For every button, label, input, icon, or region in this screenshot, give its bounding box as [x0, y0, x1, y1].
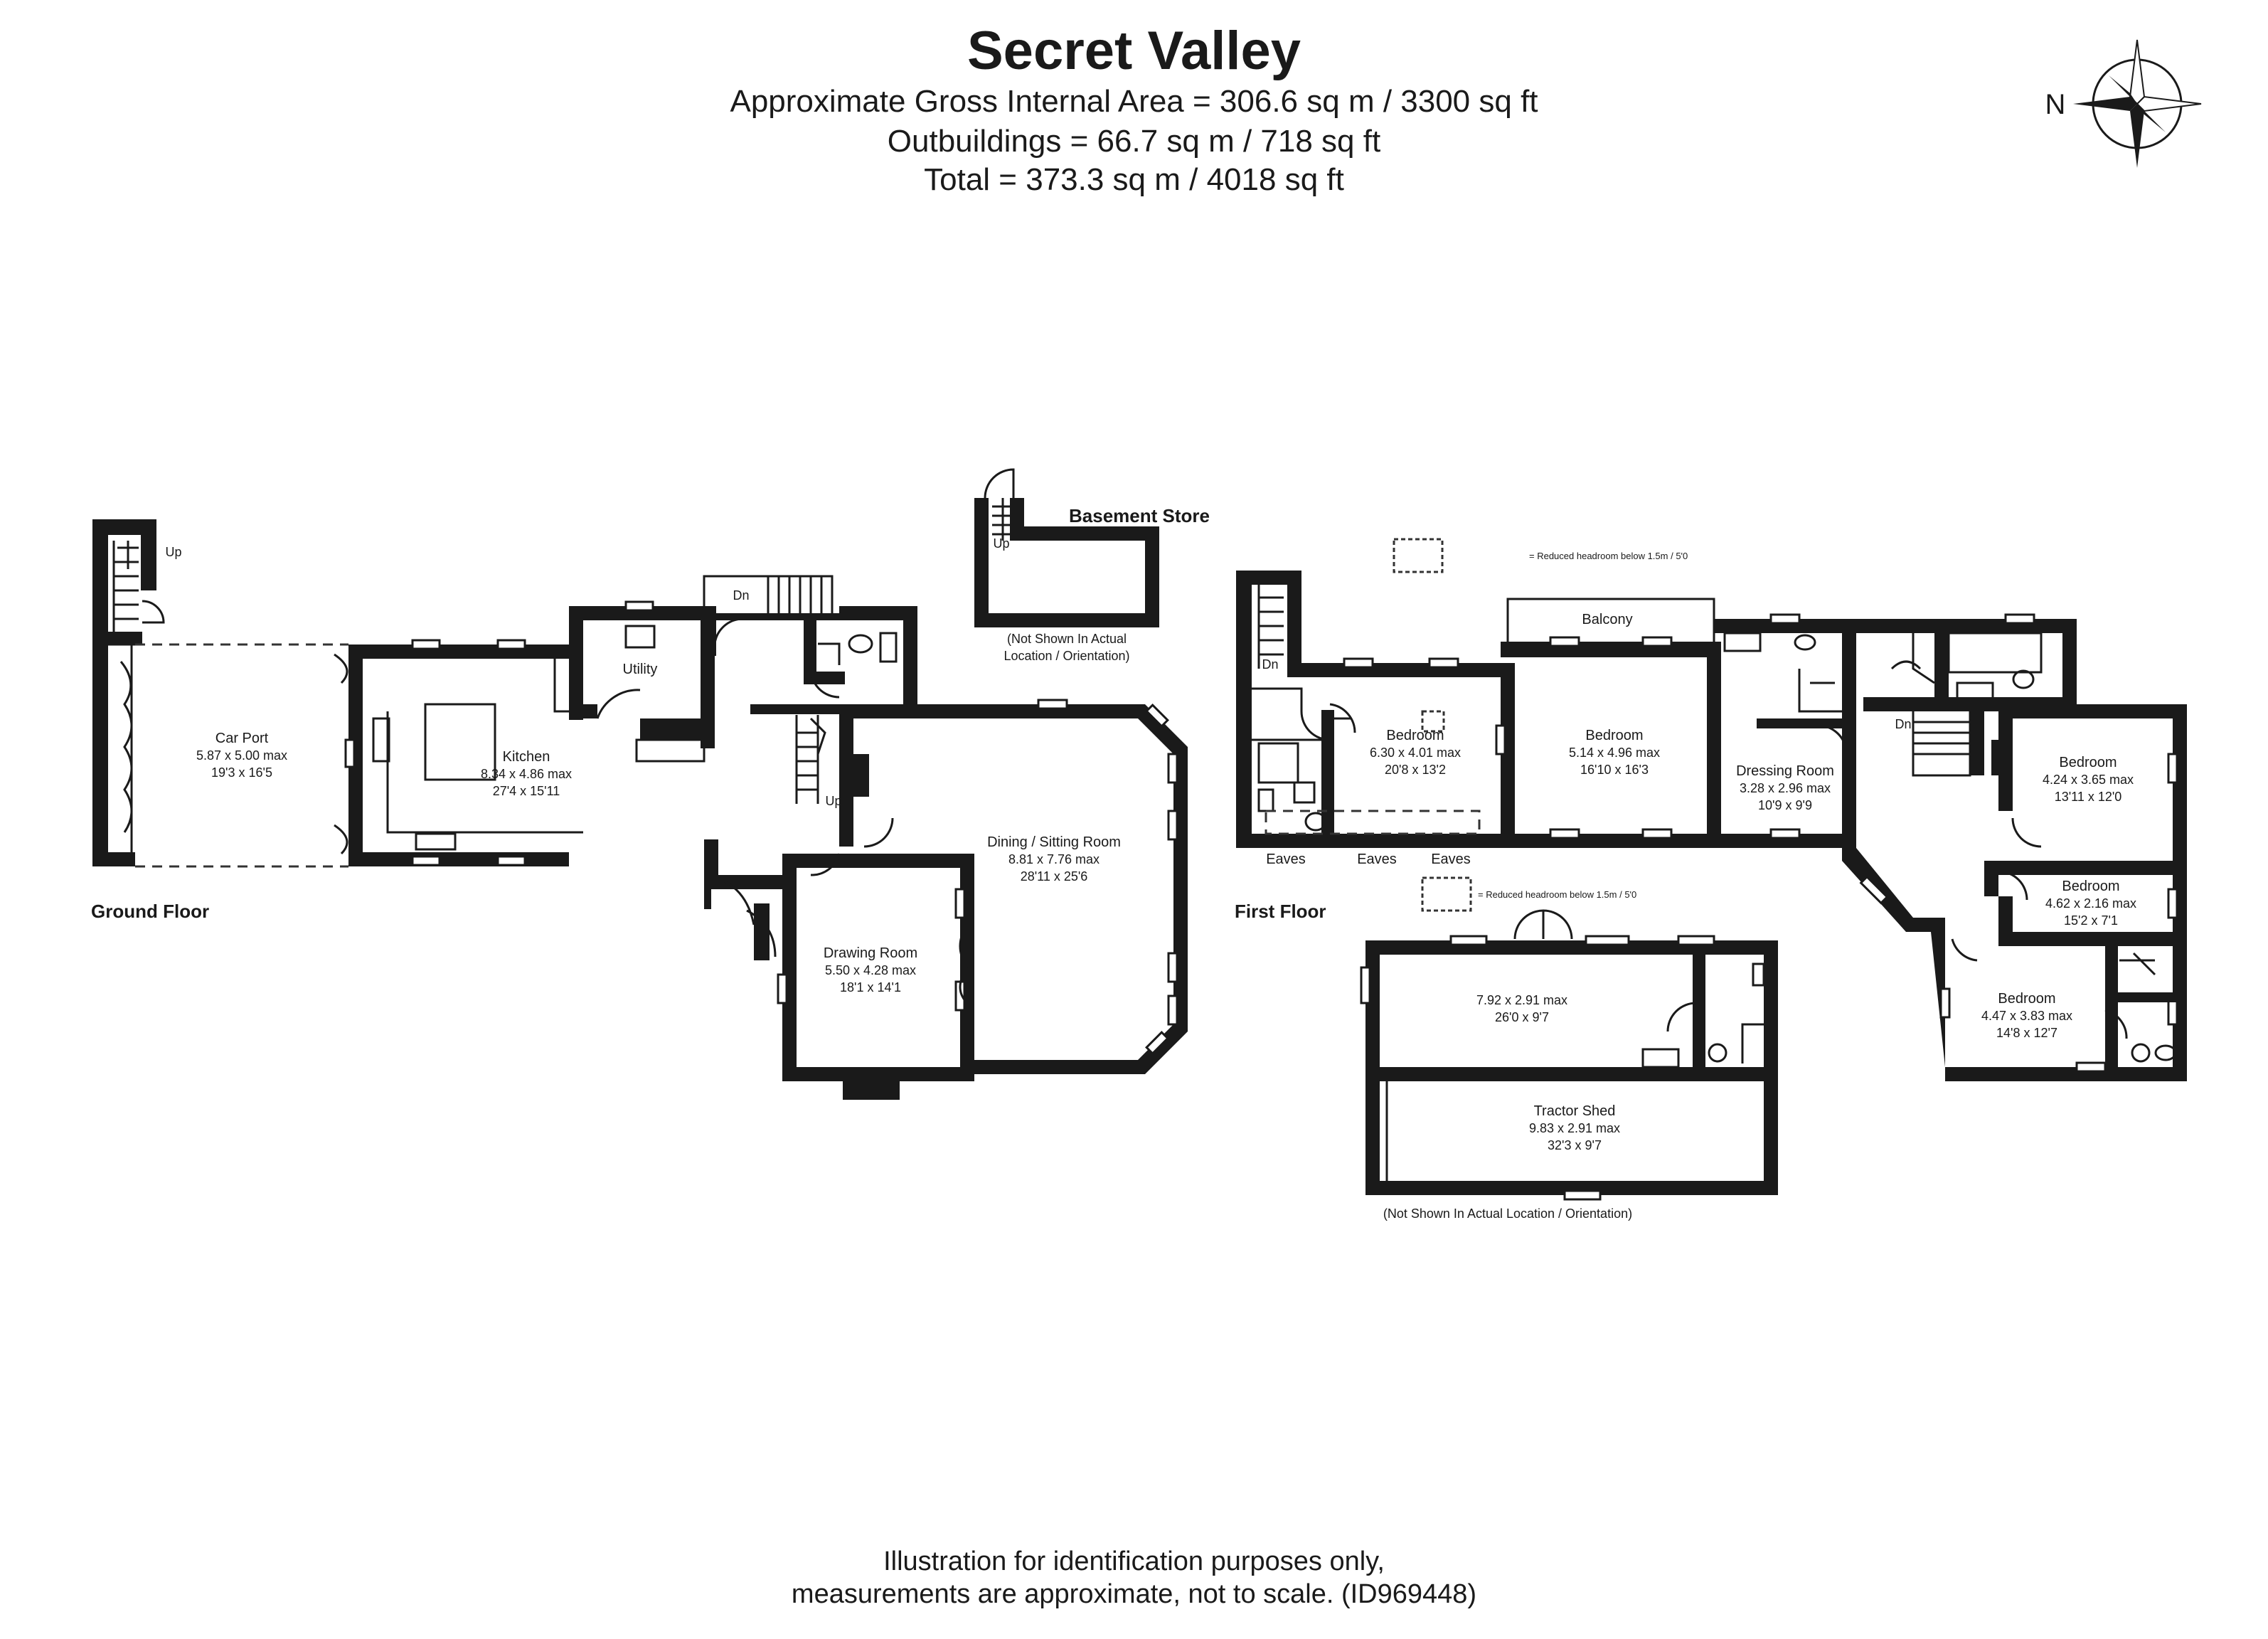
plan-title: Secret Valley — [967, 21, 1301, 81]
east-stair-down-label: Dn — [1895, 717, 1911, 731]
dressing-name: Dressing Room — [1736, 763, 1834, 779]
disclaimer-line-2: measurements are approximate, not to sca… — [791, 1579, 1477, 1609]
balcony-name: Balcony — [1582, 612, 1632, 627]
first-floor-plan — [1236, 571, 2187, 1081]
bed1-name: Bedroom — [1386, 728, 1444, 743]
basement-note-2: Location / Orientation) — [1003, 649, 1129, 663]
workshop-metric: 7.92 x 2.91 max — [1476, 993, 1567, 1007]
first-stair-down-label: Dn — [1262, 657, 1278, 672]
hall-stair-up-label: Up — [825, 794, 841, 808]
disclaimer-line-1: Illustration for identification purposes… — [883, 1547, 1385, 1576]
headroom-legend-symbol — [1393, 538, 1444, 573]
tractor-shed-metric: 9.83 x 2.91 max — [1529, 1121, 1620, 1135]
drawing-name: Drawing Room — [824, 945, 917, 961]
compass-icon — [2073, 39, 2202, 168]
compass-north-label: N — [2045, 89, 2066, 120]
utility-name: Utility — [623, 662, 658, 677]
carport-name: Car Port — [215, 731, 269, 746]
tractor-shed-imperial: 32'3 x 9'7 — [1548, 1138, 1602, 1152]
kitchen-metric: 8.34 x 4.86 max — [481, 767, 572, 781]
drawing-imperial: 18'1 x 14'1 — [840, 980, 901, 994]
dining-name: Dining / Sitting Room — [987, 834, 1121, 850]
bed2-name: Bedroom — [1585, 728, 1643, 743]
headroom-legend-text-2: = Reduced headroom below 1.5m / 5'0 — [1478, 889, 1636, 900]
tractor-shed-name: Tractor Shed — [1534, 1103, 1616, 1119]
outbuildings-plan — [1360, 909, 1778, 1201]
gross-area-text: Approximate Gross Internal Area = 306.6 … — [730, 84, 1538, 119]
bed5-imperial: 14'8 x 12'7 — [1996, 1026, 2057, 1040]
first-floor-label: First Floor — [1235, 901, 1326, 922]
bed1-imperial: 20'8 x 13'2 — [1385, 763, 1446, 777]
bed5-metric: 4.47 x 3.83 max — [1981, 1009, 2072, 1023]
outbuildings-note: (Not Shown In Actual Location / Orientat… — [1383, 1206, 1632, 1221]
dressing-imperial: 10'9 x 9'9 — [1758, 798, 1812, 812]
basement-store-name: Basement Store — [1069, 505, 1210, 526]
bed2-metric: 5.14 x 4.96 max — [1569, 746, 1660, 760]
bed3-metric: 4.24 x 3.65 max — [2043, 773, 2134, 787]
basement-note-1: (Not Shown In Actual — [1007, 632, 1127, 646]
bed3-imperial: 13'11 x 12'0 — [2055, 790, 2122, 804]
dressing-metric: 3.28 x 2.96 max — [1740, 781, 1831, 795]
bed3-name: Bedroom — [2059, 755, 2117, 770]
bed4-name: Bedroom — [2062, 879, 2119, 894]
bed4-imperial: 15'2 x 7'1 — [2064, 913, 2118, 928]
basement-stair-up-label: Up — [993, 536, 1009, 551]
bed4-metric: 4.62 x 2.16 max — [2045, 896, 2136, 911]
bed2-imperial: 16'10 x 16'3 — [1580, 763, 1649, 777]
basement-store-plan — [974, 468, 1159, 627]
carport-imperial: 19'3 x 16'5 — [211, 765, 272, 780]
drawing-metric: 5.50 x 4.28 max — [825, 963, 916, 977]
eaves-label-2: Eaves — [1357, 852, 1397, 867]
disclaimer-footer: Illustration for identification purposes… — [0, 1545, 2268, 1611]
ground-floor-plan — [92, 519, 1188, 1100]
kitchen-imperial: 27'4 x 15'11 — [493, 784, 560, 798]
carport-metric: 5.87 x 5.00 max — [196, 748, 287, 763]
headroom-legend-symbol-2 — [1421, 876, 1472, 912]
dining-metric: 8.81 x 7.76 max — [1008, 852, 1100, 866]
headroom-legend-text: = Reduced headroom below 1.5m / 5'0 — [1529, 551, 1688, 561]
bed5-name: Bedroom — [1998, 991, 2055, 1007]
bed1-metric: 6.30 x 4.01 max — [1370, 746, 1461, 760]
workshop-imperial: 26'0 x 9'7 — [1495, 1010, 1549, 1024]
total-area-text: Total = 373.3 sq m / 4018 sq ft — [924, 162, 1344, 197]
eaves-label-1: Eaves — [1266, 852, 1306, 867]
hall-stair-down-label: Dn — [733, 588, 749, 603]
outbuildings-area-text: Outbuildings = 66.7 sq m / 718 sq ft — [887, 124, 1381, 159]
dining-imperial: 28'11 x 25'6 — [1021, 869, 1088, 884]
eaves-label-3: Eaves — [1431, 852, 1471, 867]
ground-floor-label: Ground Floor — [91, 901, 209, 922]
kitchen-name: Kitchen — [503, 749, 550, 765]
carport-stair-up-label: Up — [165, 545, 181, 559]
